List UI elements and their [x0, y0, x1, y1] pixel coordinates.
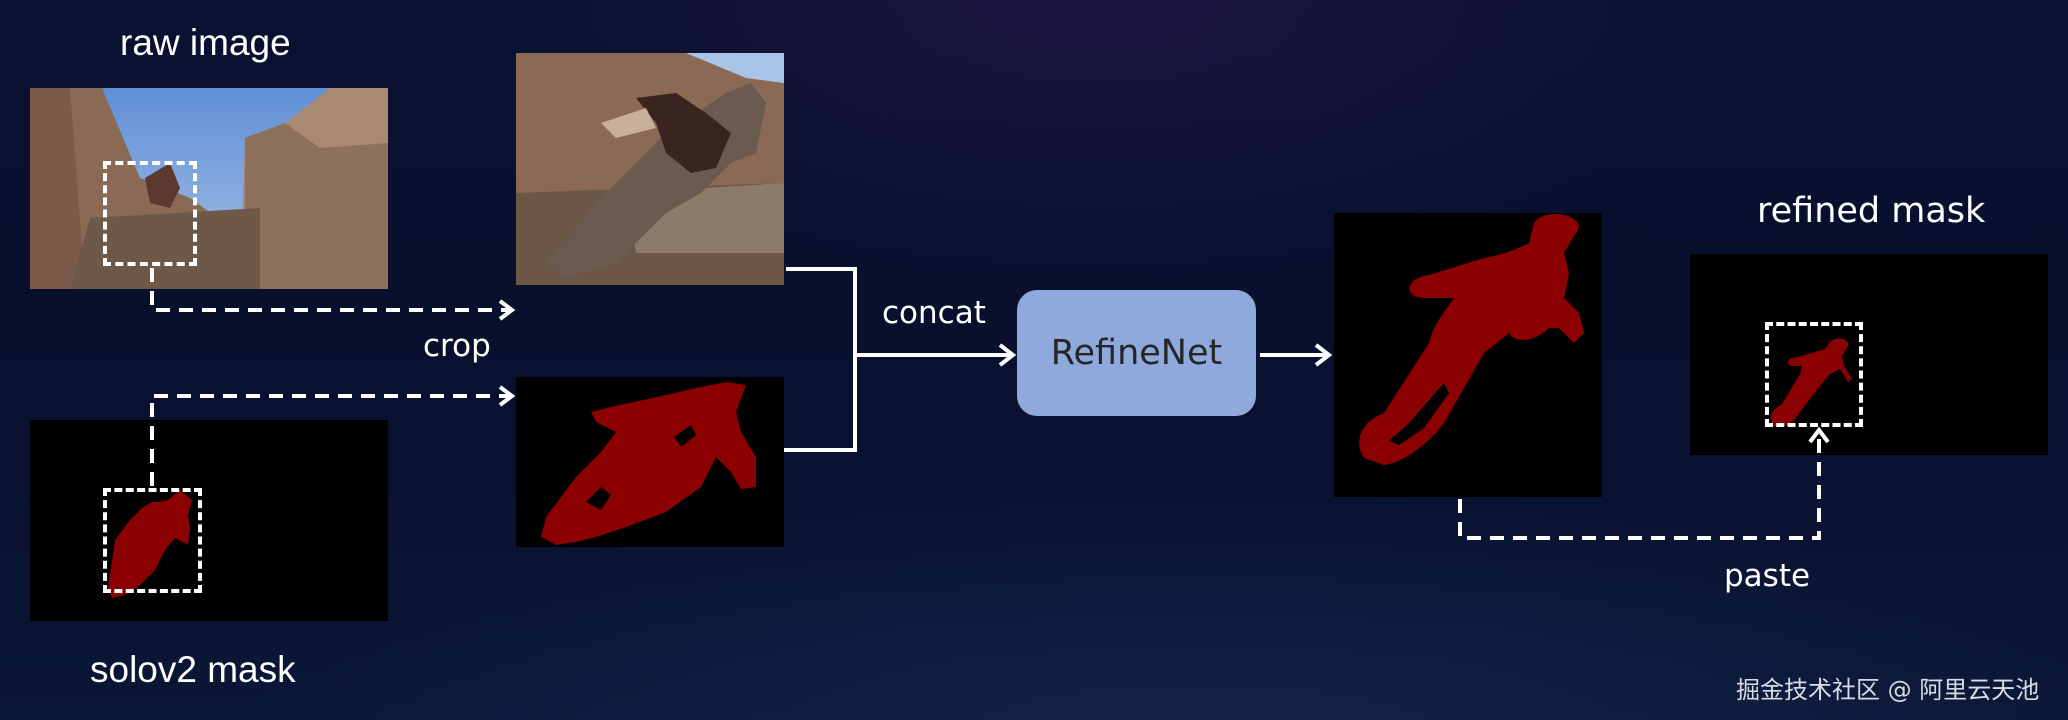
- cropped-image-scene: [516, 53, 784, 285]
- concat-arrowhead: [998, 343, 1017, 367]
- solov2-crop-region: [103, 488, 202, 593]
- raw-image-crop-region: [103, 161, 197, 266]
- raw-image-scene: [30, 88, 388, 289]
- solov2-mask-shape: [108, 490, 192, 598]
- refinenet-box: RefineNet: [1017, 290, 1256, 416]
- refined-mask-shape: [1770, 338, 1852, 427]
- cropped-mask-panel: [516, 377, 784, 547]
- cropped-image-photo: [516, 53, 784, 285]
- raw-image-photo: [30, 88, 388, 289]
- concat-label: concat: [882, 295, 986, 331]
- refinenet-label: RefineNet: [1050, 333, 1223, 373]
- crop-connector-mask: [150, 394, 512, 486]
- paste-label: paste: [1724, 558, 1811, 594]
- refined-crop-shape: [1359, 213, 1584, 465]
- cropped-mask-shape: [541, 382, 756, 545]
- refined-crop-panel: [1334, 213, 1602, 497]
- crop-arrowhead-image: [498, 299, 516, 321]
- concat-bracket: [784, 267, 857, 452]
- paste-arrowhead: [1808, 426, 1830, 444]
- watermark: 掘金技术社区 @ 阿里云天池: [1736, 676, 2040, 704]
- refinenet-output-arrowhead: [1314, 343, 1333, 367]
- crop-connector-image: [150, 268, 512, 312]
- refined-mask-paste-region: [1765, 322, 1863, 427]
- refined-mask-panel: [1690, 254, 2048, 455]
- paste-connector: [1458, 432, 1821, 540]
- raw-image-label: raw image: [120, 22, 291, 63]
- crop-label: crop: [423, 328, 491, 364]
- refined-mask-label: refined mask: [1757, 191, 1986, 231]
- solov2-mask-panel: [30, 420, 388, 621]
- solov2-mask-label: solov2 mask: [90, 649, 296, 690]
- crop-arrowhead-mask: [498, 385, 516, 407]
